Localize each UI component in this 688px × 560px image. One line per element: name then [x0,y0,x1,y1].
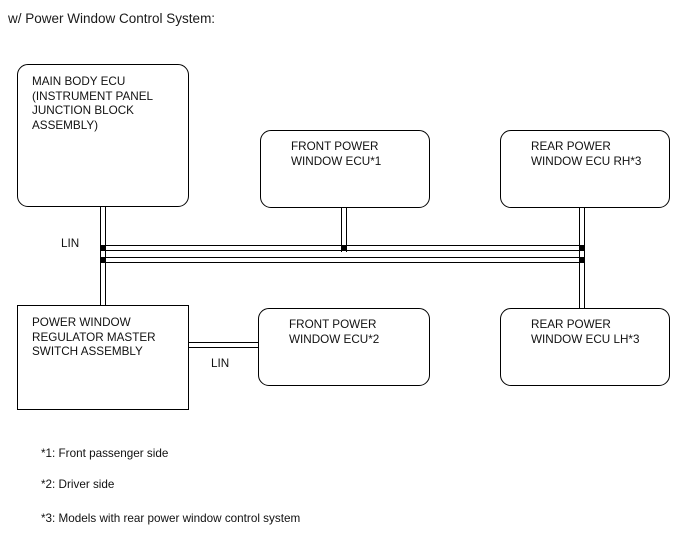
bus-vertical-front-ecu1-to-upper-bus [341,206,347,252]
lin-label-main-bus: LIN [61,237,80,250]
box-power-window-regulator-master-switch-assembly[interactable]: POWER WINDOW REGULATOR MASTER SWITCH ASS… [17,305,189,410]
box-front-power-window-ecu-2[interactable]: FRONT POWER WINDOW ECU*2 [258,308,430,386]
footnote-2: *2: Driver side [41,478,115,491]
box-label-front-power-window-ecu-2: FRONT POWER WINDOW ECU*2 [289,318,380,346]
box-label-rear-power-window-ecu-rh-3: REAR POWER WINDOW ECU RH*3 [531,140,642,168]
box-main-body-ecu[interactable]: MAIN BODY ECU (INSTRUMENT PANEL JUNCTION… [17,64,189,207]
junction-rear-rh-upper [579,245,585,251]
bus-horizontal-lower [103,257,582,263]
box-label-front-power-window-ecu-1: FRONT POWER WINDOW ECU*1 [291,140,382,168]
lin-label-master-to-front-ecu2: LIN [211,357,230,370]
box-rear-power-window-ecu-lh-3[interactable]: REAR POWER WINDOW ECU LH*3 [500,308,670,386]
junction-front-ecu1-upper [341,245,347,251]
junction-left-trunk-lower [100,257,106,263]
footnote-3: *3: Models with rear power window contro… [41,512,301,525]
junction-rear-lh-lower [579,257,585,263]
footnote-1: *1: Front passenger side [41,447,169,460]
box-label-rear-power-window-ecu-lh-3: REAR POWER WINDOW ECU LH*3 [531,318,640,346]
diagram-title: w/ Power Window Control System: [8,11,216,26]
box-label-power-window-regulator-master-switch-assembly: POWER WINDOW REGULATOR MASTER SWITCH ASS… [32,316,156,358]
box-front-power-window-ecu-1[interactable]: FRONT POWER WINDOW ECU*1 [260,130,430,208]
box-rear-power-window-ecu-rh-3[interactable]: REAR POWER WINDOW ECU RH*3 [500,130,670,208]
bus-horizontal-master-switch-to-front-ecu2 [186,342,262,348]
box-label-main-body-ecu: MAIN BODY ECU (INSTRUMENT PANEL JUNCTION… [32,75,153,132]
junction-left-trunk-upper [100,245,106,251]
